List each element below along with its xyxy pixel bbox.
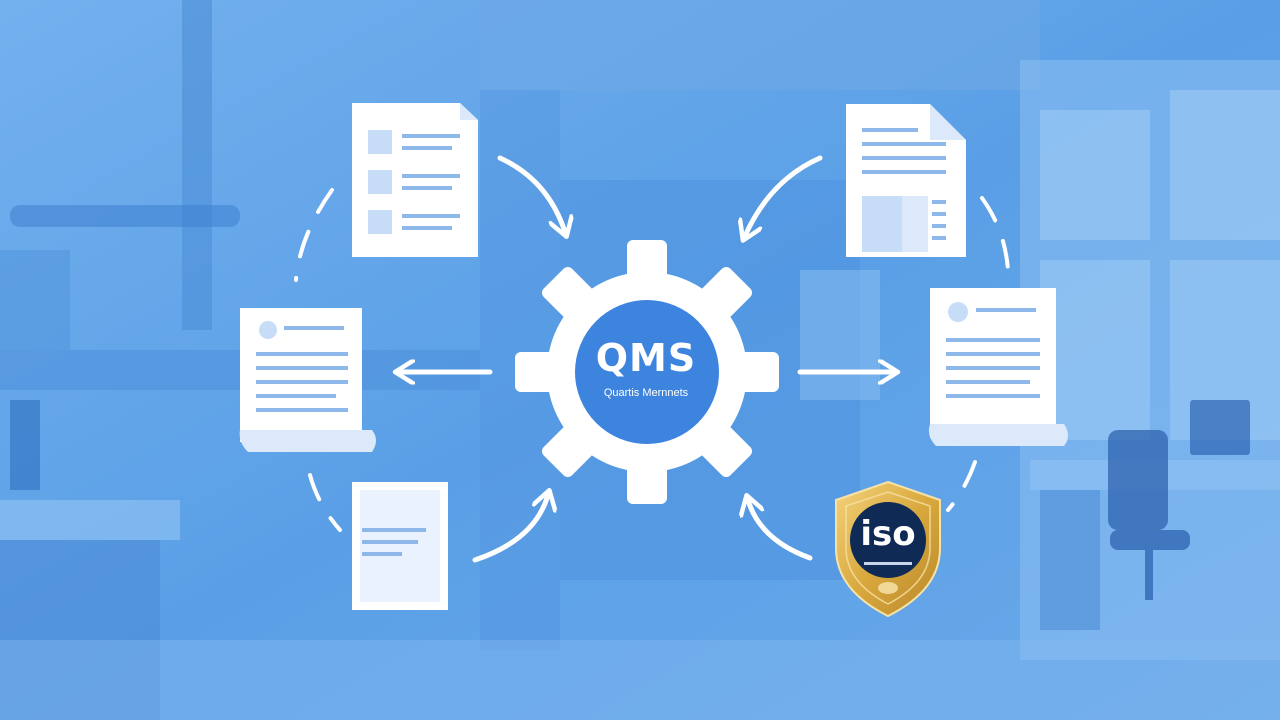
document-list-icon [352,103,478,257]
text-document-icon [352,482,448,610]
cycle-dashes [294,188,1010,532]
qms-core: QMS Quartis Mernnets [576,299,716,439]
report-document-right-icon [928,288,1068,446]
arrow-bottom-left [472,495,548,563]
iso-shield-icon [835,480,941,618]
arrow-top-left [497,155,565,232]
spreadsheet-document-icon [846,104,966,257]
iso-label: iso [860,514,916,554]
flow-arrows [400,155,893,563]
arrow-bottom-right [748,500,813,561]
arrow-top-right [745,155,823,236]
report-document-left-icon [239,308,376,452]
qms-subtitle: Quartis Mernnets [603,387,689,399]
qms-title: QMS [595,336,697,380]
gear-icon [515,240,779,504]
